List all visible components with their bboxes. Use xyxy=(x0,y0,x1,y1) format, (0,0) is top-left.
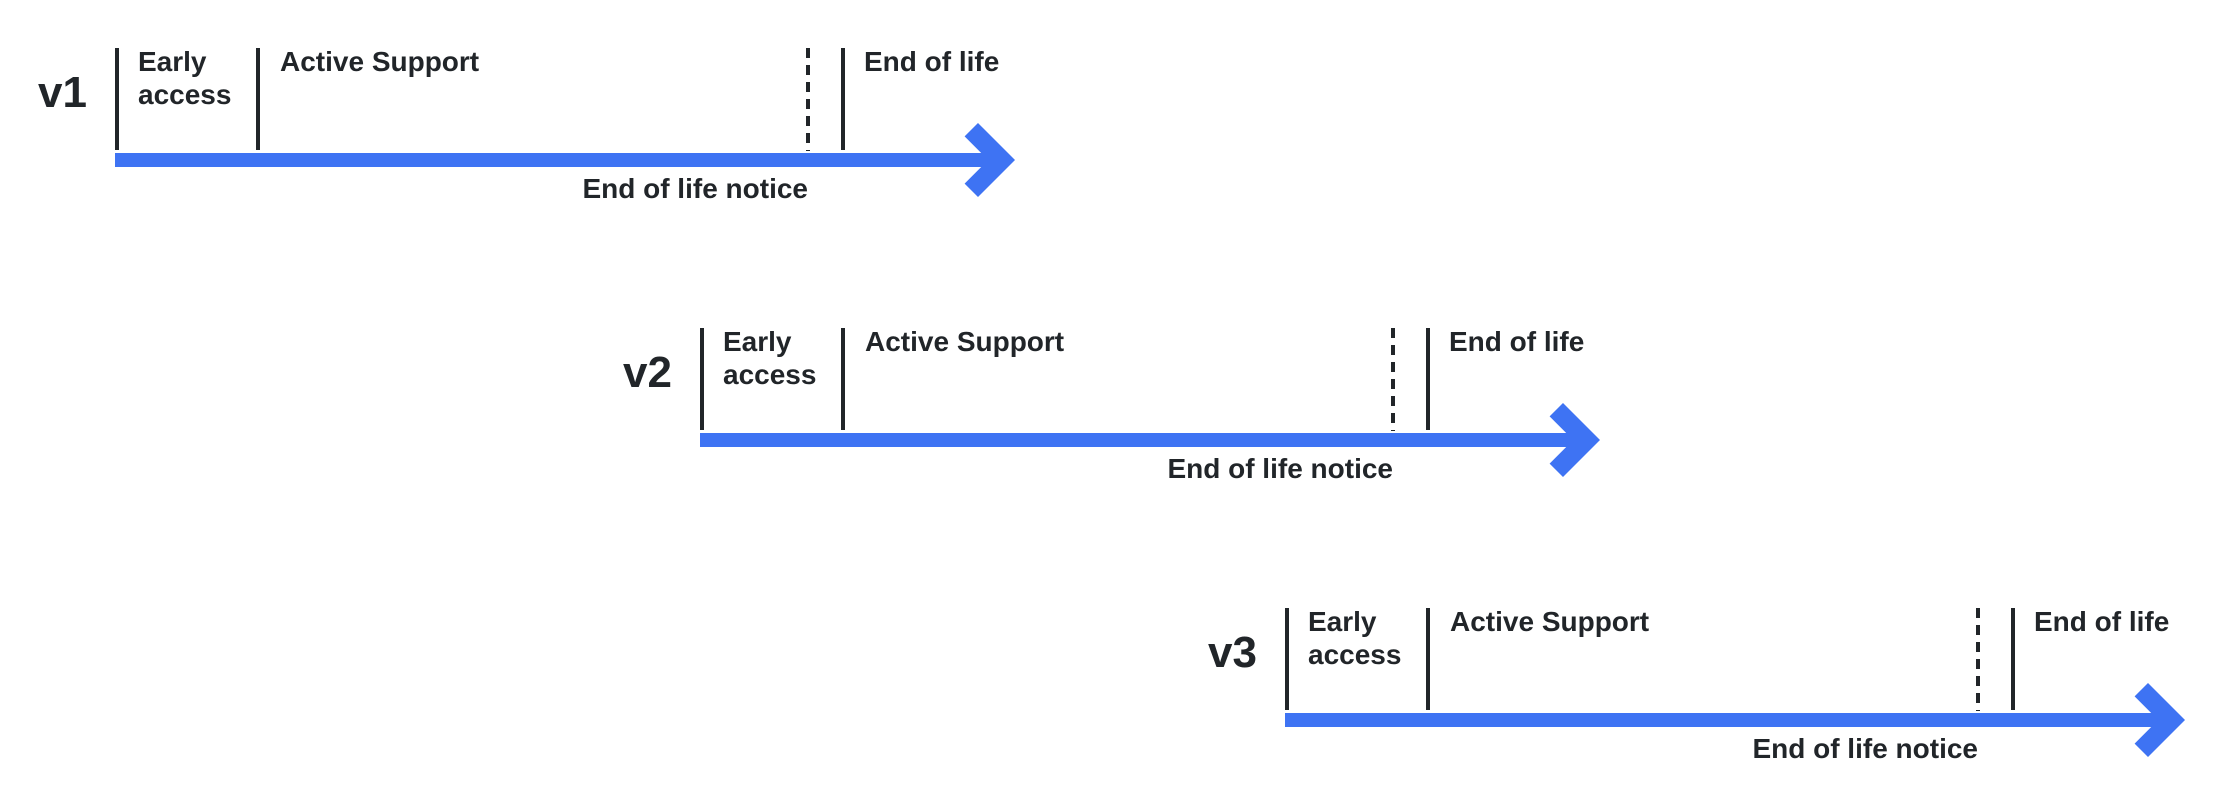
early-access-label: Early access xyxy=(138,46,232,110)
active-support-start-tick xyxy=(1426,608,1430,710)
end-of-life-tick xyxy=(1426,328,1430,430)
version-label: v1 xyxy=(38,68,87,117)
active-support-start-tick xyxy=(256,48,260,150)
early-access-label: Early access xyxy=(723,326,817,390)
early-access-start-tick xyxy=(115,48,119,150)
active-support-label: Active Support xyxy=(280,46,480,77)
active-support-start-tick xyxy=(841,328,845,430)
end-of-life-tick xyxy=(2011,608,2015,710)
early-access-start-tick xyxy=(700,328,704,430)
eol-notice-dashed-line xyxy=(806,48,810,151)
end-of-life-notice-label: End of life notice xyxy=(1752,733,1978,764)
timeline-arrow-icon xyxy=(1285,683,2185,757)
end-of-life-notice-label: End of life notice xyxy=(582,173,808,204)
end-of-life-label: End of life xyxy=(864,46,1000,77)
eol-notice-dashed-line xyxy=(1391,328,1395,431)
eol-notice-dashed-line xyxy=(1976,608,1980,711)
active-support-label: Active Support xyxy=(1450,606,1650,637)
early-access-label: Early access xyxy=(1308,606,1402,670)
version-label: v2 xyxy=(623,348,672,397)
active-support-label: Active Support xyxy=(865,326,1065,357)
end-of-life-label: End of life xyxy=(2034,606,2170,637)
version-label: v3 xyxy=(1208,628,1257,677)
timeline-arrow-icon xyxy=(115,123,1015,197)
early-access-start-tick xyxy=(1285,608,1289,710)
end-of-life-label: End of life xyxy=(1449,326,1585,357)
end-of-life-notice-label: End of life notice xyxy=(1167,453,1393,484)
end-of-life-tick xyxy=(841,48,845,150)
timeline-arrow-icon xyxy=(700,403,1600,477)
